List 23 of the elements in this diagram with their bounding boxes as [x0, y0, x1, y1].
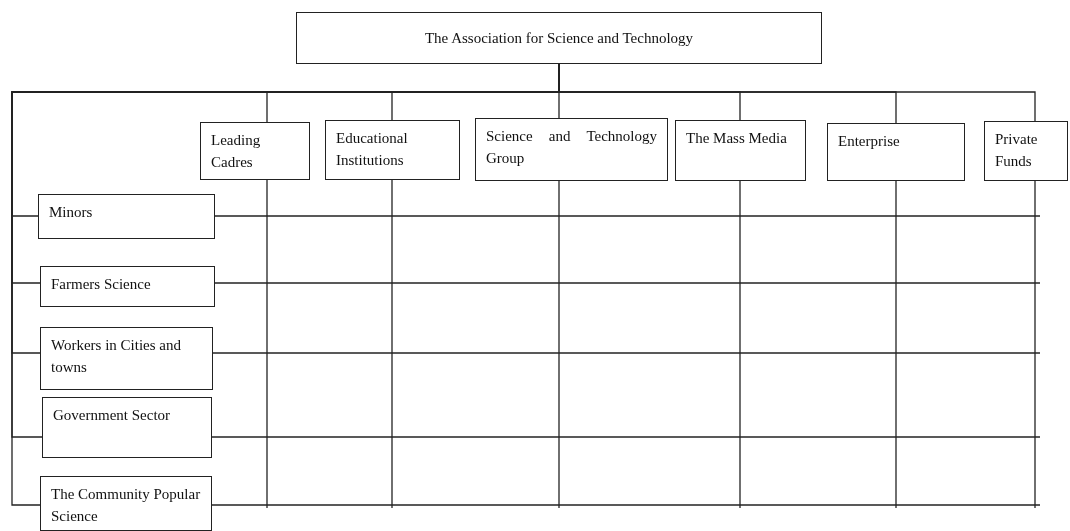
- group-box: The Community Popular Science: [40, 476, 212, 531]
- category-box: Private Funds: [984, 121, 1068, 181]
- connector-line: [1034, 180, 1036, 509]
- category-box: The Mass Media: [675, 120, 806, 181]
- category-box: Educational Institutions: [325, 120, 460, 180]
- category-box: Science and Technology Group: [475, 118, 668, 181]
- connector-line: [739, 180, 741, 509]
- title-box: The Association for Science and Technology: [296, 12, 822, 64]
- connector-line: [211, 504, 1041, 506]
- group-box: Minors: [38, 194, 215, 239]
- connector-line: [266, 179, 268, 509]
- group-box: Government Sector: [42, 397, 212, 458]
- connector-line: [214, 282, 1041, 284]
- category-box: Leading Cadres: [200, 122, 310, 180]
- connector-line: [214, 215, 1041, 217]
- group-box: Farmers Science: [40, 266, 215, 307]
- connector-line: [895, 180, 897, 509]
- connector-line: [558, 180, 560, 509]
- connector-line: [212, 352, 1041, 354]
- group-box: Workers in Cities and towns: [40, 327, 213, 390]
- category-box: Enterprise: [827, 123, 965, 181]
- connector-line: [391, 179, 393, 509]
- connector-line: [211, 436, 1041, 438]
